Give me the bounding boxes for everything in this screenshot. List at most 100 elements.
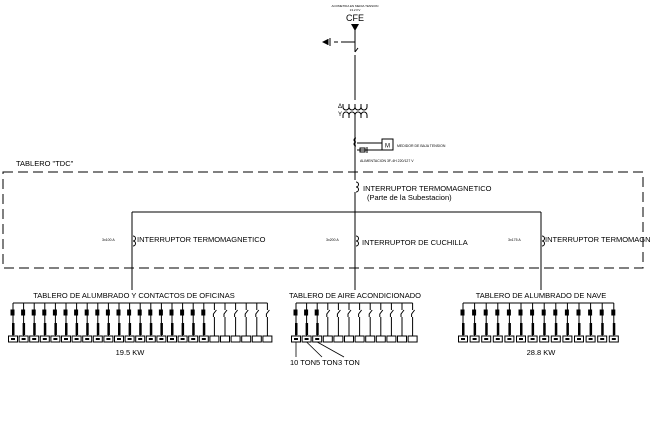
breaker-icon <box>541 309 546 316</box>
circuit-spare <box>375 303 386 343</box>
main-board: TABLERO "TDC" INTERRUPTOR TERMOMAGNETICO… <box>2 159 650 290</box>
breaker-icon <box>483 309 488 316</box>
spare-breaker-icon <box>389 309 394 317</box>
spare-breaker-icon <box>212 309 217 317</box>
panel-title: TABLERO DE ALUMBRADO Y CONTACTOS DE OFIC… <box>33 291 234 300</box>
supply-section: ACOMETIDA EN MEDIA TENSION 13.2 KV CFE Δ… <box>322 4 446 180</box>
breaker-icon <box>611 309 616 316</box>
load-box <box>39 335 50 343</box>
breaker-icon <box>201 309 206 316</box>
branch-breaker-1-icon <box>132 235 136 247</box>
transformer-icon: Δ Y <box>338 104 368 118</box>
load-box <box>145 335 156 343</box>
breaker-icon <box>553 309 558 316</box>
spare-box <box>241 335 252 343</box>
circuit-loaded <box>103 303 114 343</box>
load-box <box>8 335 18 343</box>
circuit-spare <box>344 303 354 343</box>
svg-text:M: M <box>385 144 390 150</box>
circuit-loaded <box>585 303 596 343</box>
breaker-icon <box>42 309 47 316</box>
main-board-label: TABLERO "TDC" <box>16 159 74 168</box>
breaker-icon <box>158 309 163 316</box>
breaker-icon <box>588 309 593 316</box>
spare-box <box>386 335 397 343</box>
circuit-loaded <box>145 303 156 343</box>
load-box <box>92 335 103 343</box>
load-box <box>527 335 538 343</box>
main-breaker-sublabel: (Parte de la Subestacion) <box>367 193 452 202</box>
main-board-boundary <box>2 171 644 269</box>
transformer-secondary: Y <box>338 112 342 118</box>
breaker-icon <box>63 309 68 316</box>
load-box <box>156 335 167 343</box>
main-breaker-label: INTERRUPTOR TERMOMAGNETICO <box>363 184 492 193</box>
breaker-icon <box>52 309 57 316</box>
spare-box <box>397 335 407 343</box>
meter-icon <box>381 138 394 151</box>
breaker-icon <box>10 309 15 316</box>
breaker-icon <box>105 309 110 316</box>
load-box <box>492 335 503 343</box>
service-note: ALIMENTACION 3F-4H 220/127 V <box>360 159 414 163</box>
breaker-icon <box>74 309 79 316</box>
branch-breaker-2-icon <box>355 235 359 247</box>
load-box <box>50 335 61 343</box>
circuit-loaded <box>469 303 480 343</box>
supply-top-note-2: 13.2 KV <box>350 8 361 12</box>
circuit-loaded <box>504 303 515 343</box>
circuit-loaded <box>114 303 124 343</box>
circuit-loaded <box>82 303 93 343</box>
spare-breaker-icon <box>358 309 362 317</box>
load-box <box>539 335 550 343</box>
breaker-icon <box>304 309 309 316</box>
breaker-icon <box>180 309 185 316</box>
spare-box <box>344 335 354 343</box>
spare-box <box>333 335 344 343</box>
circuit-loaded <box>50 303 61 343</box>
panel-note: 10 TON <box>290 358 316 367</box>
main-breaker-icon <box>355 181 359 193</box>
spare-box <box>375 335 386 343</box>
panel-title: TABLERO DE AIRE ACONDICIONADO <box>289 291 421 300</box>
breaker-icon <box>314 309 319 316</box>
load-box <box>82 335 93 343</box>
spare-breaker-icon <box>234 309 238 317</box>
panel-load: 19.5 KW <box>116 348 146 357</box>
disconnect-switch-icon <box>354 47 359 100</box>
load-box <box>124 335 135 343</box>
panel-warehouse-lighting: TABLERO DE ALUMBRADO DE NAVE 28.8 KW <box>458 291 619 357</box>
circuit-loaded <box>527 303 538 343</box>
load-box <box>458 335 468 343</box>
circuit-spare <box>397 303 407 343</box>
circuit-spare <box>251 303 262 343</box>
circuit-spare <box>354 303 365 343</box>
load-box <box>562 335 573 343</box>
circuit-loaded <box>198 303 209 343</box>
circuit-loaded <box>597 303 608 343</box>
spare-breaker-icon <box>336 309 341 317</box>
panel-note: 3 TON <box>338 358 360 367</box>
breaker-icon <box>495 309 500 316</box>
load-box <box>198 335 209 343</box>
breaker-icon <box>169 309 174 316</box>
load-box <box>188 335 199 343</box>
circuit-loaded <box>574 303 584 343</box>
circuit-spare <box>333 303 344 343</box>
circuit-loaded <box>458 303 468 343</box>
breaker-icon <box>530 309 535 316</box>
circuit-loaded <box>562 303 573 343</box>
breaker-icon <box>148 309 153 316</box>
panel-title: TABLERO DE ALUMBRADO DE NAVE <box>476 291 607 300</box>
panel-air-conditioning: TABLERO DE AIRE ACONDICIONADO 10 TON 5 T… <box>289 291 421 367</box>
spare-box <box>230 335 241 343</box>
panel-load: 28.8 KW <box>527 348 557 357</box>
circuit-loaded <box>156 303 167 343</box>
circuit-loaded <box>135 303 146 343</box>
spare-box <box>407 335 418 343</box>
circuit-loaded <box>29 303 40 343</box>
load-box <box>504 335 515 343</box>
ground-icon <box>322 38 331 46</box>
transformer-primary: Δ <box>338 104 342 110</box>
supply-label: CFE <box>346 13 364 23</box>
